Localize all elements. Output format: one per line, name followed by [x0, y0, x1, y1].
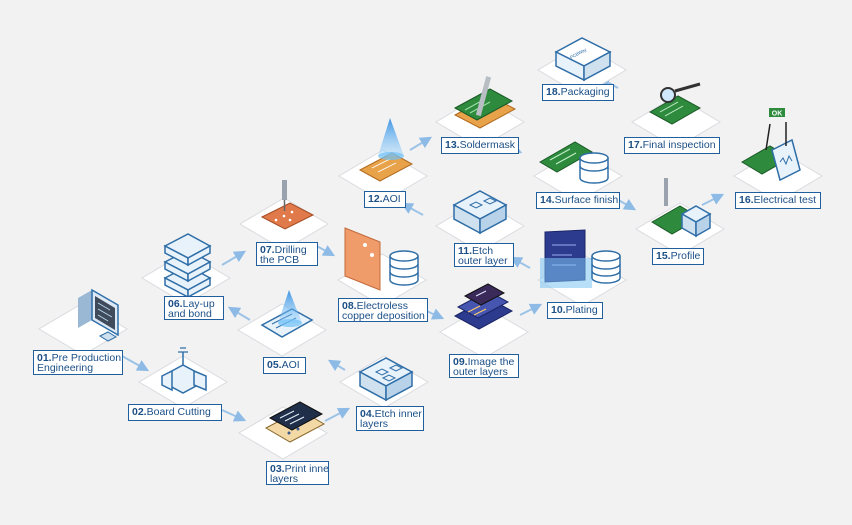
- step-label-11: 11.Etch outer layer: [454, 243, 514, 267]
- step-number: 12.: [368, 193, 383, 205]
- plating-board-database-icon: [540, 229, 621, 288]
- step-text: Drilling: [274, 244, 307, 256]
- step-label-06: 06.Lay-up and bond: [164, 296, 224, 320]
- step-label-01: 01.Pre Production Engineering: [33, 350, 123, 375]
- step-label-18: 18.Packaging: [542, 84, 614, 101]
- step-text-2: Engineering: [37, 362, 94, 374]
- step-number: 09.: [453, 356, 468, 368]
- arrow-04-05: [327, 359, 346, 372]
- arrow-03-04: [324, 407, 351, 422]
- step-text-2: and bond: [168, 308, 212, 320]
- step-text-2: layers: [360, 418, 389, 430]
- etching-block-icon: [452, 190, 508, 235]
- step-text-2: layers: [270, 473, 299, 485]
- electrical-test-icon: [741, 108, 801, 182]
- arrow-07-08: [314, 244, 336, 257]
- step-text: Etch inner: [374, 408, 422, 420]
- step-text: Soldermask: [459, 139, 516, 151]
- step-number: 01.: [37, 352, 52, 364]
- step-text: Board Cutting: [146, 406, 211, 418]
- arrow-02-03: [221, 409, 247, 422]
- magnifier-inspection-icon: [648, 82, 702, 125]
- step-number: 13.: [445, 139, 460, 151]
- step-text: AOI: [382, 193, 401, 205]
- step-label-03: 03.Print inner layers: [266, 461, 329, 485]
- profile-router-icon: [651, 178, 712, 238]
- arrow-05-06: [227, 306, 251, 321]
- step-text-2: outer layers: [453, 366, 508, 378]
- step-number: 05.: [267, 359, 282, 371]
- step-label-10: 10.Plating: [547, 302, 603, 319]
- cutting-machine-icon: [161, 347, 207, 394]
- step-label-04: 04.Etch inner layers: [356, 406, 424, 431]
- step-label-17: 17.Final inspection: [624, 137, 720, 154]
- step-text: Final inspection: [642, 139, 716, 151]
- step-number: 15.: [656, 250, 671, 262]
- step-number: 04.: [360, 408, 375, 420]
- aoi-scanner-icon: [358, 118, 414, 182]
- step-number: 06.: [168, 298, 183, 310]
- arrow-12-13: [409, 136, 433, 151]
- step-label-15: 15.Profile: [652, 248, 704, 265]
- monitor-icon: [78, 288, 119, 342]
- step-text: Profile: [670, 250, 701, 262]
- step-number: 18.: [546, 86, 561, 98]
- step-number: 10.: [551, 304, 566, 316]
- step-text-2: outer layer: [458, 255, 508, 267]
- package-box-icon: [554, 37, 612, 82]
- arrow-06-07: [221, 250, 247, 266]
- arrow-11-12: [400, 202, 424, 216]
- step-number: 11.: [458, 245, 473, 257]
- arrow-09-10: [519, 303, 543, 316]
- step-label-02: 02.Board Cutting: [128, 404, 222, 421]
- step-text-2: copper deposition: [342, 310, 425, 322]
- step-number: 08.: [342, 300, 357, 312]
- surface-finish-database-icon: [539, 141, 609, 184]
- step-text: Etch: [472, 245, 494, 257]
- step-label-07: 07.Drilling the PCB: [256, 242, 318, 266]
- arrow-10-11: [509, 256, 531, 269]
- ok-badge: OK: [772, 111, 783, 118]
- step-label-08: 08.Electroless copper deposition: [338, 298, 428, 322]
- step-text: Lay-up: [182, 298, 215, 310]
- flow-arrows: [121, 76, 725, 422]
- step-text-2: the PCB: [260, 254, 300, 266]
- step-text: Image the: [467, 356, 515, 368]
- step-text: Electrical test: [753, 194, 817, 206]
- step-text: Plating: [565, 304, 598, 316]
- aoi-scanner-icon: [260, 290, 314, 338]
- step-label-12: 12.AOI: [364, 191, 406, 208]
- step-label-14: 14.Surface finish: [536, 192, 620, 209]
- step-number: 02.: [132, 406, 147, 418]
- step-label-16: 16.Electrical test: [735, 192, 821, 209]
- step-text: AOI: [281, 359, 300, 371]
- arrow-15-16: [701, 193, 725, 206]
- step-label-05: 05.AOI: [263, 357, 306, 374]
- step-number: 16.: [739, 194, 754, 206]
- tiles: [38, 43, 823, 460]
- stacked-layers-icon: [163, 233, 212, 299]
- step-text: Pre Production: [51, 352, 122, 364]
- step-label-09: 09.Image the outer layers: [449, 354, 519, 378]
- soldermask-board-icon: [453, 76, 517, 129]
- step-label-13: 13.Soldermask: [441, 137, 519, 154]
- step-number: 14.: [540, 194, 555, 206]
- step-text: Packaging: [560, 86, 610, 98]
- drill-icon: [260, 180, 315, 230]
- arrow-01-02: [121, 355, 150, 372]
- step-text: Electroless: [356, 300, 408, 312]
- step-number: 17.: [628, 139, 643, 151]
- step-text: Surface finish: [554, 194, 619, 206]
- step-number: 03.: [270, 463, 285, 475]
- printed-board-icon: [264, 401, 326, 443]
- etching-block-icon: [358, 357, 414, 402]
- step-text: Print inner: [284, 463, 329, 475]
- outer-layer-image-icon: [453, 283, 514, 330]
- copper-board-database-icon: [344, 227, 419, 291]
- step-number: 07.: [260, 244, 275, 256]
